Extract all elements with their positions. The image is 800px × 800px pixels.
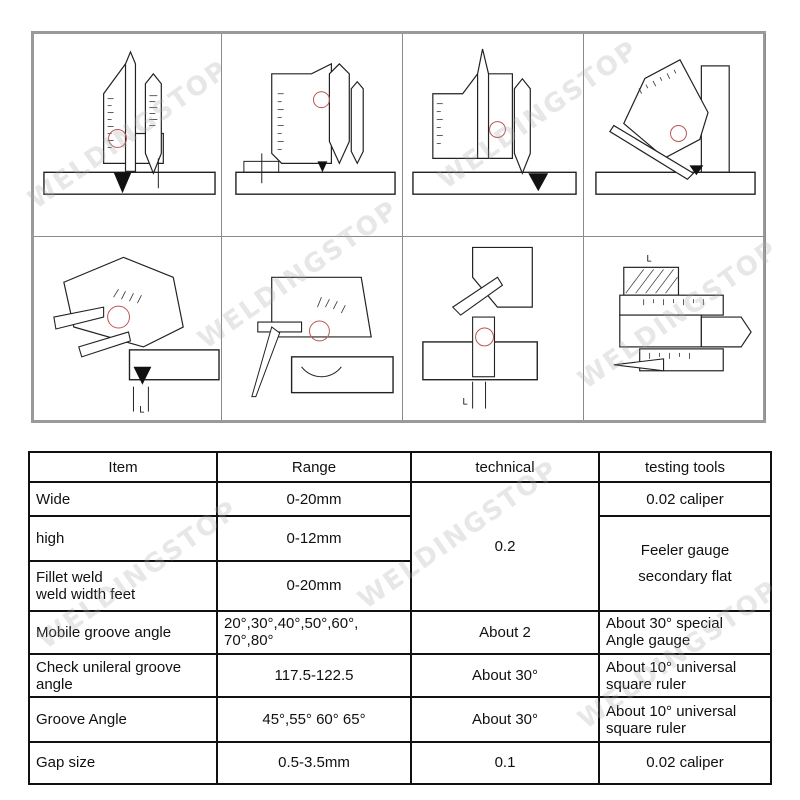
gauge-illustration: L xyxy=(422,246,538,409)
diagram-measure-high xyxy=(222,34,403,237)
diagram-measure-angle xyxy=(584,34,766,237)
gauge-illustration xyxy=(412,48,577,195)
cell-range: 0-20mm xyxy=(216,559,412,612)
range-line: 70°,80° xyxy=(224,632,274,650)
table-row: Groove Angle 45°,55° 60° 65° About 30° A… xyxy=(28,696,772,743)
dimension-label: L xyxy=(463,397,468,407)
header-item: Item xyxy=(28,451,218,483)
cell-item: Mobile groove angle xyxy=(28,609,218,656)
gauge-illustration xyxy=(251,276,394,398)
cell-range: 0-20mm xyxy=(216,480,412,518)
tools-line: square ruler xyxy=(606,719,687,737)
tools-line: Angle gauge xyxy=(606,632,691,650)
item-line: Check unileral groove xyxy=(36,658,182,676)
item-line: angle xyxy=(36,675,73,693)
cell-item: Fillet weld weld width feet xyxy=(28,559,218,612)
cell-technical: About 30° xyxy=(410,653,600,699)
table-row: Check unileral groove angle 117.5-122.5 … xyxy=(28,653,772,699)
gauge-illustration xyxy=(595,59,756,195)
cell-range: 0-12mm xyxy=(216,515,412,562)
cell-item: Check unileral groove angle xyxy=(28,653,218,699)
cell-technical: 0.1 xyxy=(410,740,600,786)
table-row: Mobile groove angle 20°,30°,40°,50°,60°,… xyxy=(28,609,772,656)
diagram-measure-wide xyxy=(34,34,222,237)
cell-tools: Feeler gauge secondary flat xyxy=(598,515,772,612)
tools-line: square ruler xyxy=(606,675,687,693)
tools-line: About 30° special xyxy=(606,615,723,633)
tools-line: secondary flat xyxy=(638,567,732,585)
cell-range: 45°,55° 60° 65° xyxy=(216,696,412,743)
gauge-illustration xyxy=(43,50,216,195)
gauge-illustration xyxy=(235,62,396,195)
spec-table: Item Range technical testing tools Wide … xyxy=(28,451,772,786)
gauge-illustration: L xyxy=(53,256,220,415)
cell-tools: 0.02 caliper xyxy=(598,480,772,518)
cell-tools: About 10° universal square ruler xyxy=(598,696,772,743)
header-testing-tools: testing tools xyxy=(598,451,772,483)
tools-line: About 10° universal xyxy=(606,658,737,676)
cell-range: 117.5-122.5 xyxy=(216,653,412,699)
table-row: Wide 0-20mm 0.2 0.02 caliper xyxy=(28,480,772,612)
cell-range: 0.5-3.5mm xyxy=(216,740,412,786)
cell-technical: About 2 xyxy=(410,609,600,656)
range-line: 20°,30°,40°,50°,60°, xyxy=(224,615,359,633)
cell-item: Gap size xyxy=(28,740,218,786)
cell-item: Groove Angle xyxy=(28,696,218,743)
tools-line: Feeler gauge xyxy=(640,541,730,559)
diagram-gap-size: L xyxy=(584,237,766,420)
table-row: high 0-12mm Feeler gauge secondary flat xyxy=(28,515,772,612)
table-header-row: Item Range technical testing tools xyxy=(28,451,772,483)
cell-range: 20°,30°,40°,50°,60°, 70°,80° xyxy=(216,609,412,656)
cell-item: high xyxy=(28,515,218,562)
header-range: Range xyxy=(216,451,412,483)
table-row: Gap size 0.5-3.5mm 0.1 0.02 caliper xyxy=(28,740,772,786)
dimension-label: L xyxy=(139,405,144,415)
header-technical: technical xyxy=(410,451,600,483)
diagram-measure-fillet xyxy=(403,34,584,237)
item-line: Fillet weld xyxy=(36,568,103,586)
cell-item: Wide xyxy=(28,480,218,518)
table-row: Fillet weld weld width feet 0-20mm xyxy=(28,559,771,612)
diagram-mobile-groove-angle: L xyxy=(34,237,222,420)
dimension-label: L xyxy=(647,253,652,263)
item-line: weld width feet xyxy=(36,585,136,603)
diagram-grid: L L xyxy=(31,31,766,423)
cell-technical: 0.2 xyxy=(410,481,600,612)
diagram-groove-angle: L xyxy=(403,237,584,420)
diagram-check-unilateral-groove xyxy=(222,237,403,420)
cell-technical: About 30° xyxy=(410,696,600,743)
cell-tools: About 30° special Angle gauge xyxy=(598,609,772,656)
cell-tools: 0.02 caliper xyxy=(598,740,772,786)
gauge-illustration: L xyxy=(613,253,752,372)
cell-tools: About 10° universal square ruler xyxy=(598,653,772,699)
tools-line: About 10° universal xyxy=(606,702,737,720)
